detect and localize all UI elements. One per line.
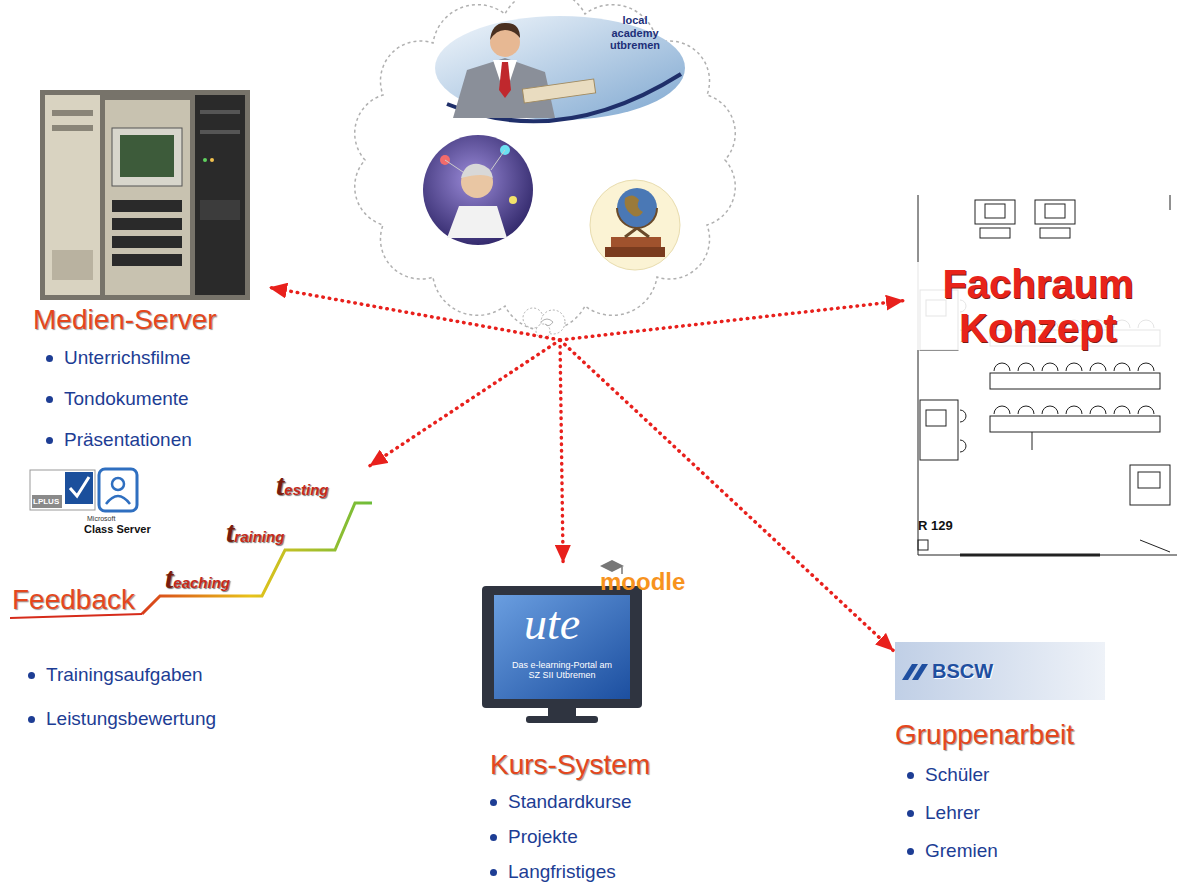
bullet-item: Leistungsbewertung <box>20 697 370 741</box>
media-server-box: Medien-ServerUnterrichsfilmeTondokumente… <box>30 85 270 460</box>
logo-text: Class Server <box>84 523 151 536</box>
dotted-arrow <box>560 301 903 340</box>
node-title: Medien-Server <box>33 303 270 337</box>
bullet-item: Projekte <box>482 819 700 854</box>
bullet-item: Standardkurse <box>482 784 700 819</box>
step-label: testing <box>276 471 329 504</box>
bullet-item: Tondokumente <box>38 378 270 419</box>
dotted-arrow <box>560 340 563 562</box>
room-concept-box: Fachraum Konzept R 129 <box>903 190 1173 570</box>
screen-caption: Das e-learning-Portal am SZ SII Utbremen <box>507 660 617 681</box>
logo-text: moodle <box>600 568 685 596</box>
step-label: teaching <box>165 564 230 597</box>
node-title: local academy utbremen <box>598 14 672 52</box>
floor-plan <box>918 195 1177 555</box>
course-system-box: Kurs-SystemStandardkurseProjekteLangfris… <box>470 562 700 889</box>
logo-text: Microsoft <box>87 515 115 523</box>
dotted-arrow <box>370 340 560 466</box>
hub-cloud: local academy utbremen <box>355 0 735 340</box>
node-text: R 129 <box>918 518 1173 534</box>
stairs <box>142 503 372 614</box>
dotted-arrow <box>270 288 560 340</box>
group-work-box: GruppenarbeitSchülerLehrerGremien <box>893 640 1113 870</box>
bullet-item: Trainingsaufgaben <box>20 653 370 697</box>
dotted-arrow <box>560 340 893 650</box>
node-title: Fachraum Konzept <box>912 262 1164 350</box>
bullet-item: Unterrichsfilme <box>38 337 270 378</box>
feedback-logos <box>30 469 137 511</box>
server-photo <box>40 90 250 300</box>
node-title: Kurs-System <box>490 748 700 782</box>
logo-text: LPLUS <box>33 497 59 507</box>
logo-text: ute <box>524 598 580 650</box>
logo-text: BSCW <box>932 659 993 683</box>
step-label: training <box>226 518 284 551</box>
bullet-item: Lehrer <box>899 794 1113 832</box>
bullet-item: Schüler <box>899 756 1113 794</box>
bullet-item: Präsentationen <box>38 419 270 460</box>
bullet-item: Gremien <box>899 832 1113 870</box>
bullet-item: Langfristiges <box>482 854 700 889</box>
node-title: Gruppenarbeit <box>895 718 1113 752</box>
cloud-illustration <box>355 0 736 338</box>
bscw-logo <box>895 642 1105 700</box>
